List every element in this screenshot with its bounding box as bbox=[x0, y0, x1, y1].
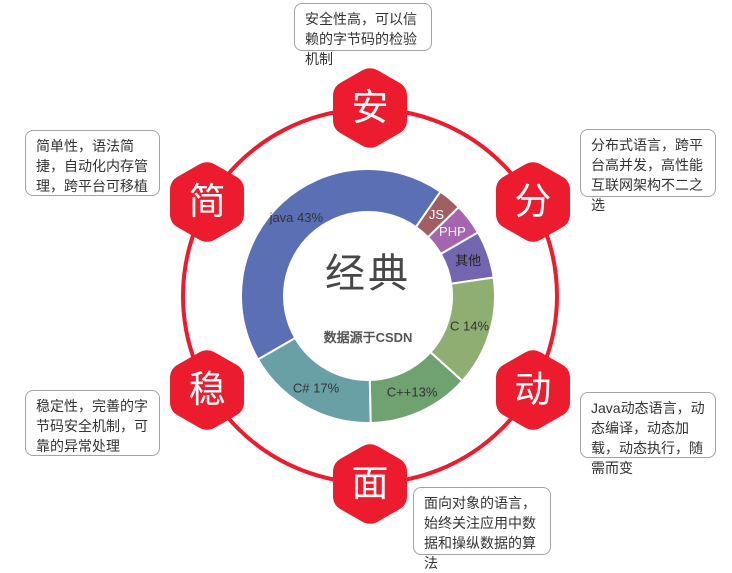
feature-badge-安: 安 bbox=[332, 65, 408, 151]
note-simplicity: 简单性，语法简捷，自动化内存管理，跨平台可移植 bbox=[25, 130, 160, 196]
donut-segment-label-PHP: PHP bbox=[439, 224, 466, 239]
chart-data-source-label: 数据源于CSDN bbox=[323, 330, 413, 345]
hexagon-icon bbox=[170, 162, 245, 242]
donut-segment-label-java: java 43% bbox=[269, 210, 324, 225]
donut-segment-label-Csharp: C# 17% bbox=[293, 380, 340, 395]
donut-segment-java bbox=[239, 168, 442, 361]
badge-character: 安 bbox=[351, 87, 389, 128]
feature-badge-简: 简 bbox=[169, 159, 245, 245]
hexagon-icon bbox=[333, 68, 407, 148]
note-object-oriented: 面向对象的语言，始终关注应用中数据和操纵数据的算法 bbox=[413, 487, 551, 571]
donut-segment-Csharp bbox=[256, 336, 372, 424]
hexagon-icon bbox=[495, 350, 570, 430]
badge-character: 稳 bbox=[188, 369, 226, 410]
note-dynamic: Java动态语言，动态编译，动态加载，动态执行，随需而变 bbox=[580, 392, 716, 476]
donut-segment-label-qita: 其他 bbox=[455, 253, 481, 268]
language-share-donut-chart: java 43% JS PHP 其他 C 14% C++13% C# 17% bbox=[239, 168, 497, 424]
badge-character: 分 bbox=[514, 181, 552, 222]
badge-character: 面 bbox=[351, 463, 389, 504]
badge-character: 简 bbox=[188, 181, 226, 222]
feature-badge-稳: 稳 bbox=[169, 347, 245, 433]
note-distributed: 分布式语言，跨平台高并发，高性能互联网架构不二之选 bbox=[580, 129, 716, 213]
donut-segment-label-Cpp: C++13% bbox=[387, 384, 438, 399]
note-stability: 稳定性，完善的字节码安全机制，可靠的异常处理 bbox=[25, 390, 160, 456]
hexagon-icon bbox=[170, 350, 245, 430]
feature-badge-面: 面 bbox=[332, 441, 408, 527]
hexagon-icon bbox=[333, 444, 407, 524]
badge-character: 动 bbox=[514, 369, 552, 410]
donut-segment-label-C: C 14% bbox=[450, 319, 489, 334]
feature-badge-动: 动 bbox=[495, 347, 571, 433]
chart-title: 经典 bbox=[325, 252, 411, 296]
hexagon-icon bbox=[495, 162, 570, 242]
donut-segment-label-JS: JS bbox=[429, 207, 445, 222]
feature-badge-分: 分 bbox=[495, 159, 571, 245]
note-security: 安全性高，可以信赖的字节码的检验机制 bbox=[294, 3, 432, 67]
